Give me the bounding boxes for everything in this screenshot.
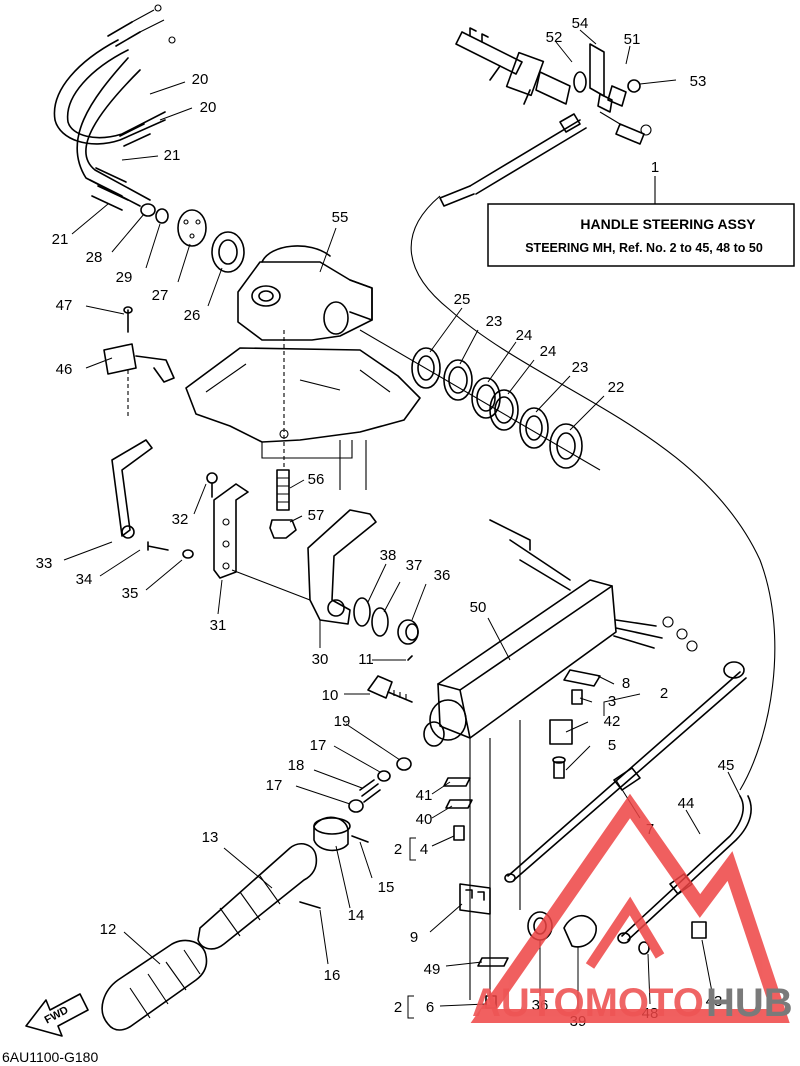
watermark-right: HUB xyxy=(706,981,793,1025)
part-label: 34 xyxy=(76,571,93,588)
part-label: 17 xyxy=(310,737,327,754)
part-label: 40 xyxy=(416,811,433,828)
part-label: 4 xyxy=(420,841,428,858)
part-label: 10 xyxy=(322,687,339,704)
part-label: 54 xyxy=(572,15,589,32)
part-label: 26 xyxy=(184,307,201,324)
part-label: 49 xyxy=(424,961,441,978)
box-subtitle: STEERING MH, Ref. No. 2 to 45, 48 to 50 xyxy=(525,241,763,255)
part-label: 2 xyxy=(660,685,668,702)
part-label: 51 xyxy=(624,31,641,48)
part-label: 20 xyxy=(192,71,209,88)
part-label: 24 xyxy=(540,343,557,360)
part-label: 24 xyxy=(516,327,533,344)
part-label: 42 xyxy=(604,713,621,730)
drawing-code: 6AU1100-G180 xyxy=(2,1049,98,1065)
part-label: 28 xyxy=(86,249,103,266)
bracket-marks xyxy=(407,837,416,1019)
box-title: HANDLE STEERING ASSY xyxy=(580,216,756,232)
small-parts-center xyxy=(443,777,473,841)
stud-nut xyxy=(269,469,297,539)
part-label: 23 xyxy=(572,359,589,376)
bracket-31 xyxy=(147,472,311,601)
part-label: 33 xyxy=(36,555,53,572)
cable-7 xyxy=(504,661,747,883)
part-label: 11 xyxy=(358,651,374,668)
grip-13 xyxy=(197,843,321,950)
part-label: 37 xyxy=(406,557,423,574)
part-label: 38 xyxy=(380,547,397,564)
collar-14 xyxy=(313,816,369,852)
part-label: 17 xyxy=(266,777,283,794)
part-label: 25 xyxy=(454,291,471,308)
watermark-logo xyxy=(470,793,790,1023)
part-label: 21 xyxy=(164,147,181,164)
lever-30 xyxy=(307,509,377,625)
part-labels: 54 52 51 53 1 20 20 21 21 28 29 27 26 55… xyxy=(36,15,735,1030)
part-label: 57 xyxy=(308,507,325,524)
part-label: 46 xyxy=(56,361,73,378)
part-label: 9 xyxy=(410,929,418,946)
part-label: 18 xyxy=(288,757,305,774)
part-label: 36 xyxy=(434,567,451,584)
part-label: 8 xyxy=(622,675,630,692)
part-label: 14 xyxy=(348,907,365,924)
part-label: 15 xyxy=(378,879,395,896)
small-parts-right xyxy=(549,669,601,779)
part-label: 13 xyxy=(202,829,219,846)
top-assembly xyxy=(455,27,652,145)
part-label: 6 xyxy=(426,999,434,1016)
part-label: 32 xyxy=(172,511,189,528)
part-label: 56 xyxy=(308,471,325,488)
part-label: 52 xyxy=(546,29,563,46)
bracket-46 xyxy=(103,306,175,418)
washers xyxy=(359,329,601,471)
part-label: 53 xyxy=(690,73,707,90)
fwd-arrow: FWD xyxy=(25,993,89,1037)
part-label: 47 xyxy=(56,297,73,314)
part-label: 55 xyxy=(332,209,349,226)
mount-plate xyxy=(185,330,421,490)
bracket-33 xyxy=(111,439,153,539)
throttle-cables xyxy=(53,4,176,211)
main-cable xyxy=(410,113,776,791)
part-label: 12 xyxy=(100,921,117,938)
part-label: 2 xyxy=(394,999,402,1016)
part-label: 31 xyxy=(210,617,227,634)
grip-12 xyxy=(101,939,208,1031)
cable-fittings xyxy=(140,203,245,273)
part-label: 29 xyxy=(116,269,133,286)
part-label: 45 xyxy=(718,757,735,774)
part-label: 23 xyxy=(486,313,503,330)
part-label: 35 xyxy=(122,585,139,602)
steering-handle-50 xyxy=(423,519,698,1000)
part-label: 30 xyxy=(312,651,329,668)
part-label: 43 xyxy=(706,993,723,1010)
watermark-text: AUTOMOTO HUB xyxy=(472,981,793,1025)
part-label: 19 xyxy=(334,713,351,730)
part-label: 27 xyxy=(152,287,169,304)
leader-lines xyxy=(63,29,741,1012)
part-label: 2 xyxy=(394,841,402,858)
part-label: 20 xyxy=(200,99,217,116)
part-label: 44 xyxy=(678,795,695,812)
part-label: 1 xyxy=(651,159,659,176)
bracket-55 xyxy=(237,245,373,341)
part-label: 22 xyxy=(608,379,625,396)
part-label: 50 xyxy=(470,599,487,616)
part-label: 16 xyxy=(324,967,341,984)
rings xyxy=(353,597,419,645)
watermark-left: AUTOMOTO xyxy=(472,981,704,1025)
part-label: 41 xyxy=(416,787,433,804)
screw-10 xyxy=(367,655,413,703)
part-label: 5 xyxy=(608,737,616,754)
part-label: 21 xyxy=(52,231,69,248)
part-label: 3 xyxy=(608,693,616,710)
spring-parts xyxy=(348,757,412,813)
assy-callout-box: HANDLE STEERING ASSY STEERING MH, Ref. N… xyxy=(487,176,795,267)
